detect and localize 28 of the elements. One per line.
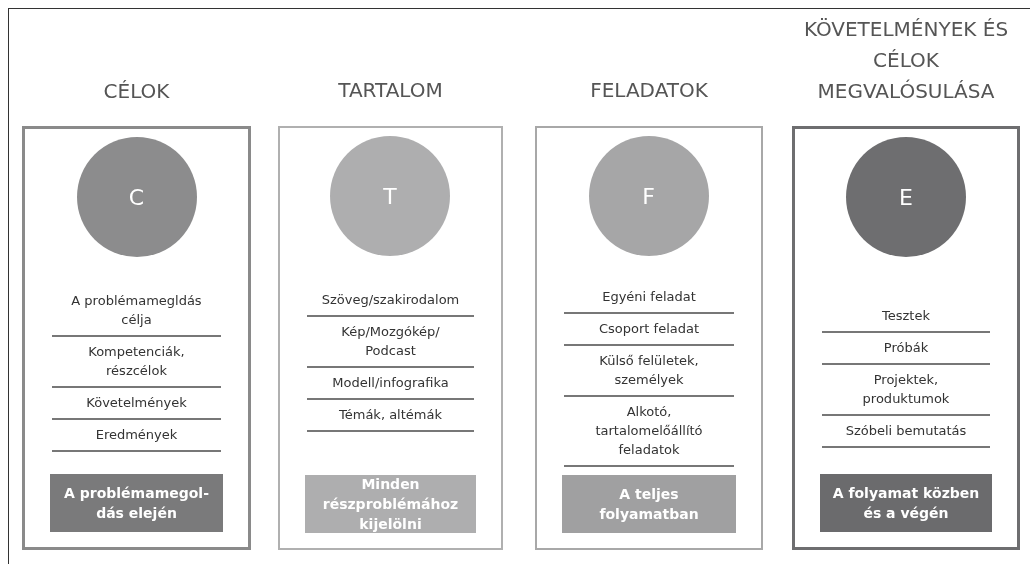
list-item-text: Projektek, produktumok — [861, 371, 951, 408]
list-item-text: Eredmények — [95, 426, 178, 444]
list-item-text: Követelmények — [86, 394, 187, 412]
list-item-text: Alkotó, tartalomelőállító feladatok — [594, 403, 704, 459]
column-heading: FELADATOK — [589, 77, 709, 104]
letter-circle: C — [76, 137, 197, 257]
column-heading: KÖVETELMÉNYEK ÉS CÉLOK MEGVALÓSULÁSA — [802, 16, 1010, 105]
list-item-text: Tesztek — [882, 307, 930, 325]
summary-box: A teljes folyamatban — [562, 475, 736, 533]
list-item-text: Modell/infografika — [332, 374, 449, 392]
list-item-text: Szóbeli bemutatás — [845, 422, 967, 440]
list-item-text: A problémamegldás célja — [70, 292, 203, 329]
summary-box: Minden részproblémához kijelölni — [305, 475, 476, 533]
list-item-text: Kép/Mozgókép/ Podcast — [340, 323, 441, 360]
list-item-text: Kompetenciák, részcélok — [87, 343, 186, 380]
list-item-text: Csoport feladat — [598, 320, 700, 338]
list-item-text: Szöveg/szakirodalom — [321, 291, 460, 309]
summary-box: A folyamat közben és a végén — [820, 474, 992, 532]
letter-circle: F — [588, 136, 709, 256]
list-item-text: Külső felületek, személyek — [598, 352, 700, 389]
letter-circle: T — [330, 136, 450, 256]
list-item-text: Egyéni feladat — [602, 288, 696, 306]
column-heading: CÉLOK — [102, 78, 171, 105]
list-item-text: Témák, altémák — [339, 406, 442, 424]
summary-box: A problémamegol- dás elején — [50, 474, 223, 532]
list-item-text: Próbák — [883, 339, 929, 357]
letter-circle: E — [846, 137, 966, 257]
column-heading: TARTALOM — [337, 77, 444, 104]
